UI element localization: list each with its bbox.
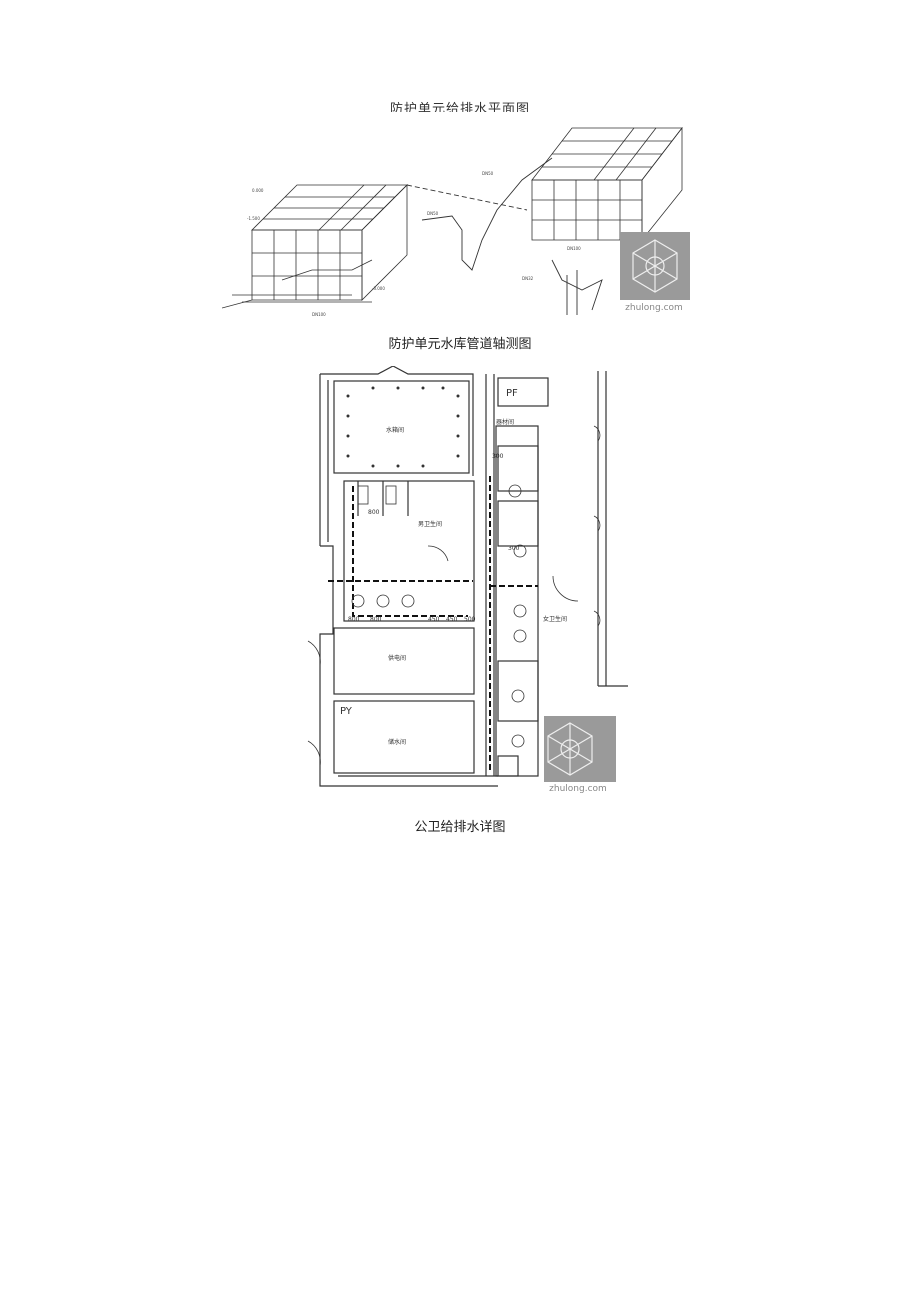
connecting-pipes	[406, 157, 603, 315]
label-room-b: 供电间	[388, 654, 406, 662]
watermark-text: zhulong.com	[625, 303, 683, 313]
figure1-caption: 防护单元水库管道轴测图	[388, 337, 532, 352]
label-room-a: 器材间	[496, 418, 514, 426]
dim-1: 800	[348, 616, 360, 623]
svg-text:0.000: 0.000	[252, 188, 264, 193]
dim-7: 300	[492, 453, 504, 460]
pool-dots	[346, 386, 460, 468]
watermark-logo	[620, 232, 690, 300]
svg-text:-3.000: -3.000	[372, 286, 385, 291]
pipes	[328, 476, 538, 771]
dim-3: 450	[428, 616, 440, 623]
dim-2: 800	[370, 616, 382, 623]
dim-8: 300	[508, 545, 520, 552]
toilet-plumbing-plan: PF PY 水箱间 男卫生间 女卫生间 器材间 供电间 储水间 800 800 …	[298, 366, 628, 810]
label-pf: PF	[506, 388, 518, 399]
label-male-wc: 男卫生间	[418, 520, 442, 528]
dim-6: 800	[368, 509, 380, 516]
dim-5: 500	[464, 616, 476, 623]
dim-4: 450	[446, 616, 458, 623]
svg-text:DN32: DN32	[522, 276, 534, 281]
label-room-c: 储水间	[388, 738, 406, 746]
watermark-text-2: zhulong.com	[549, 784, 607, 794]
svg-text:DN50: DN50	[482, 171, 494, 176]
watermark-logo-2	[544, 716, 616, 782]
label-female-wc: 女卫生间	[543, 615, 567, 623]
fixtures	[351, 484, 527, 748]
label-py: PY	[340, 706, 353, 717]
figure2-caption: 公卫给排水详图	[414, 820, 506, 835]
svg-text:DN100: DN100	[567, 246, 581, 251]
svg-text:DN50: DN50	[427, 211, 439, 216]
label-pool: 水箱间	[386, 426, 404, 434]
walls	[319, 366, 628, 787]
svg-text:-1.500: -1.500	[247, 216, 260, 221]
doors	[307, 425, 601, 767]
cut-off-caption: 防护单元给排水平面图	[330, 96, 590, 112]
cut-off-caption-text: 防护单元给排水平面图	[389, 102, 530, 112]
svg-text:DN100: DN100	[312, 312, 326, 317]
